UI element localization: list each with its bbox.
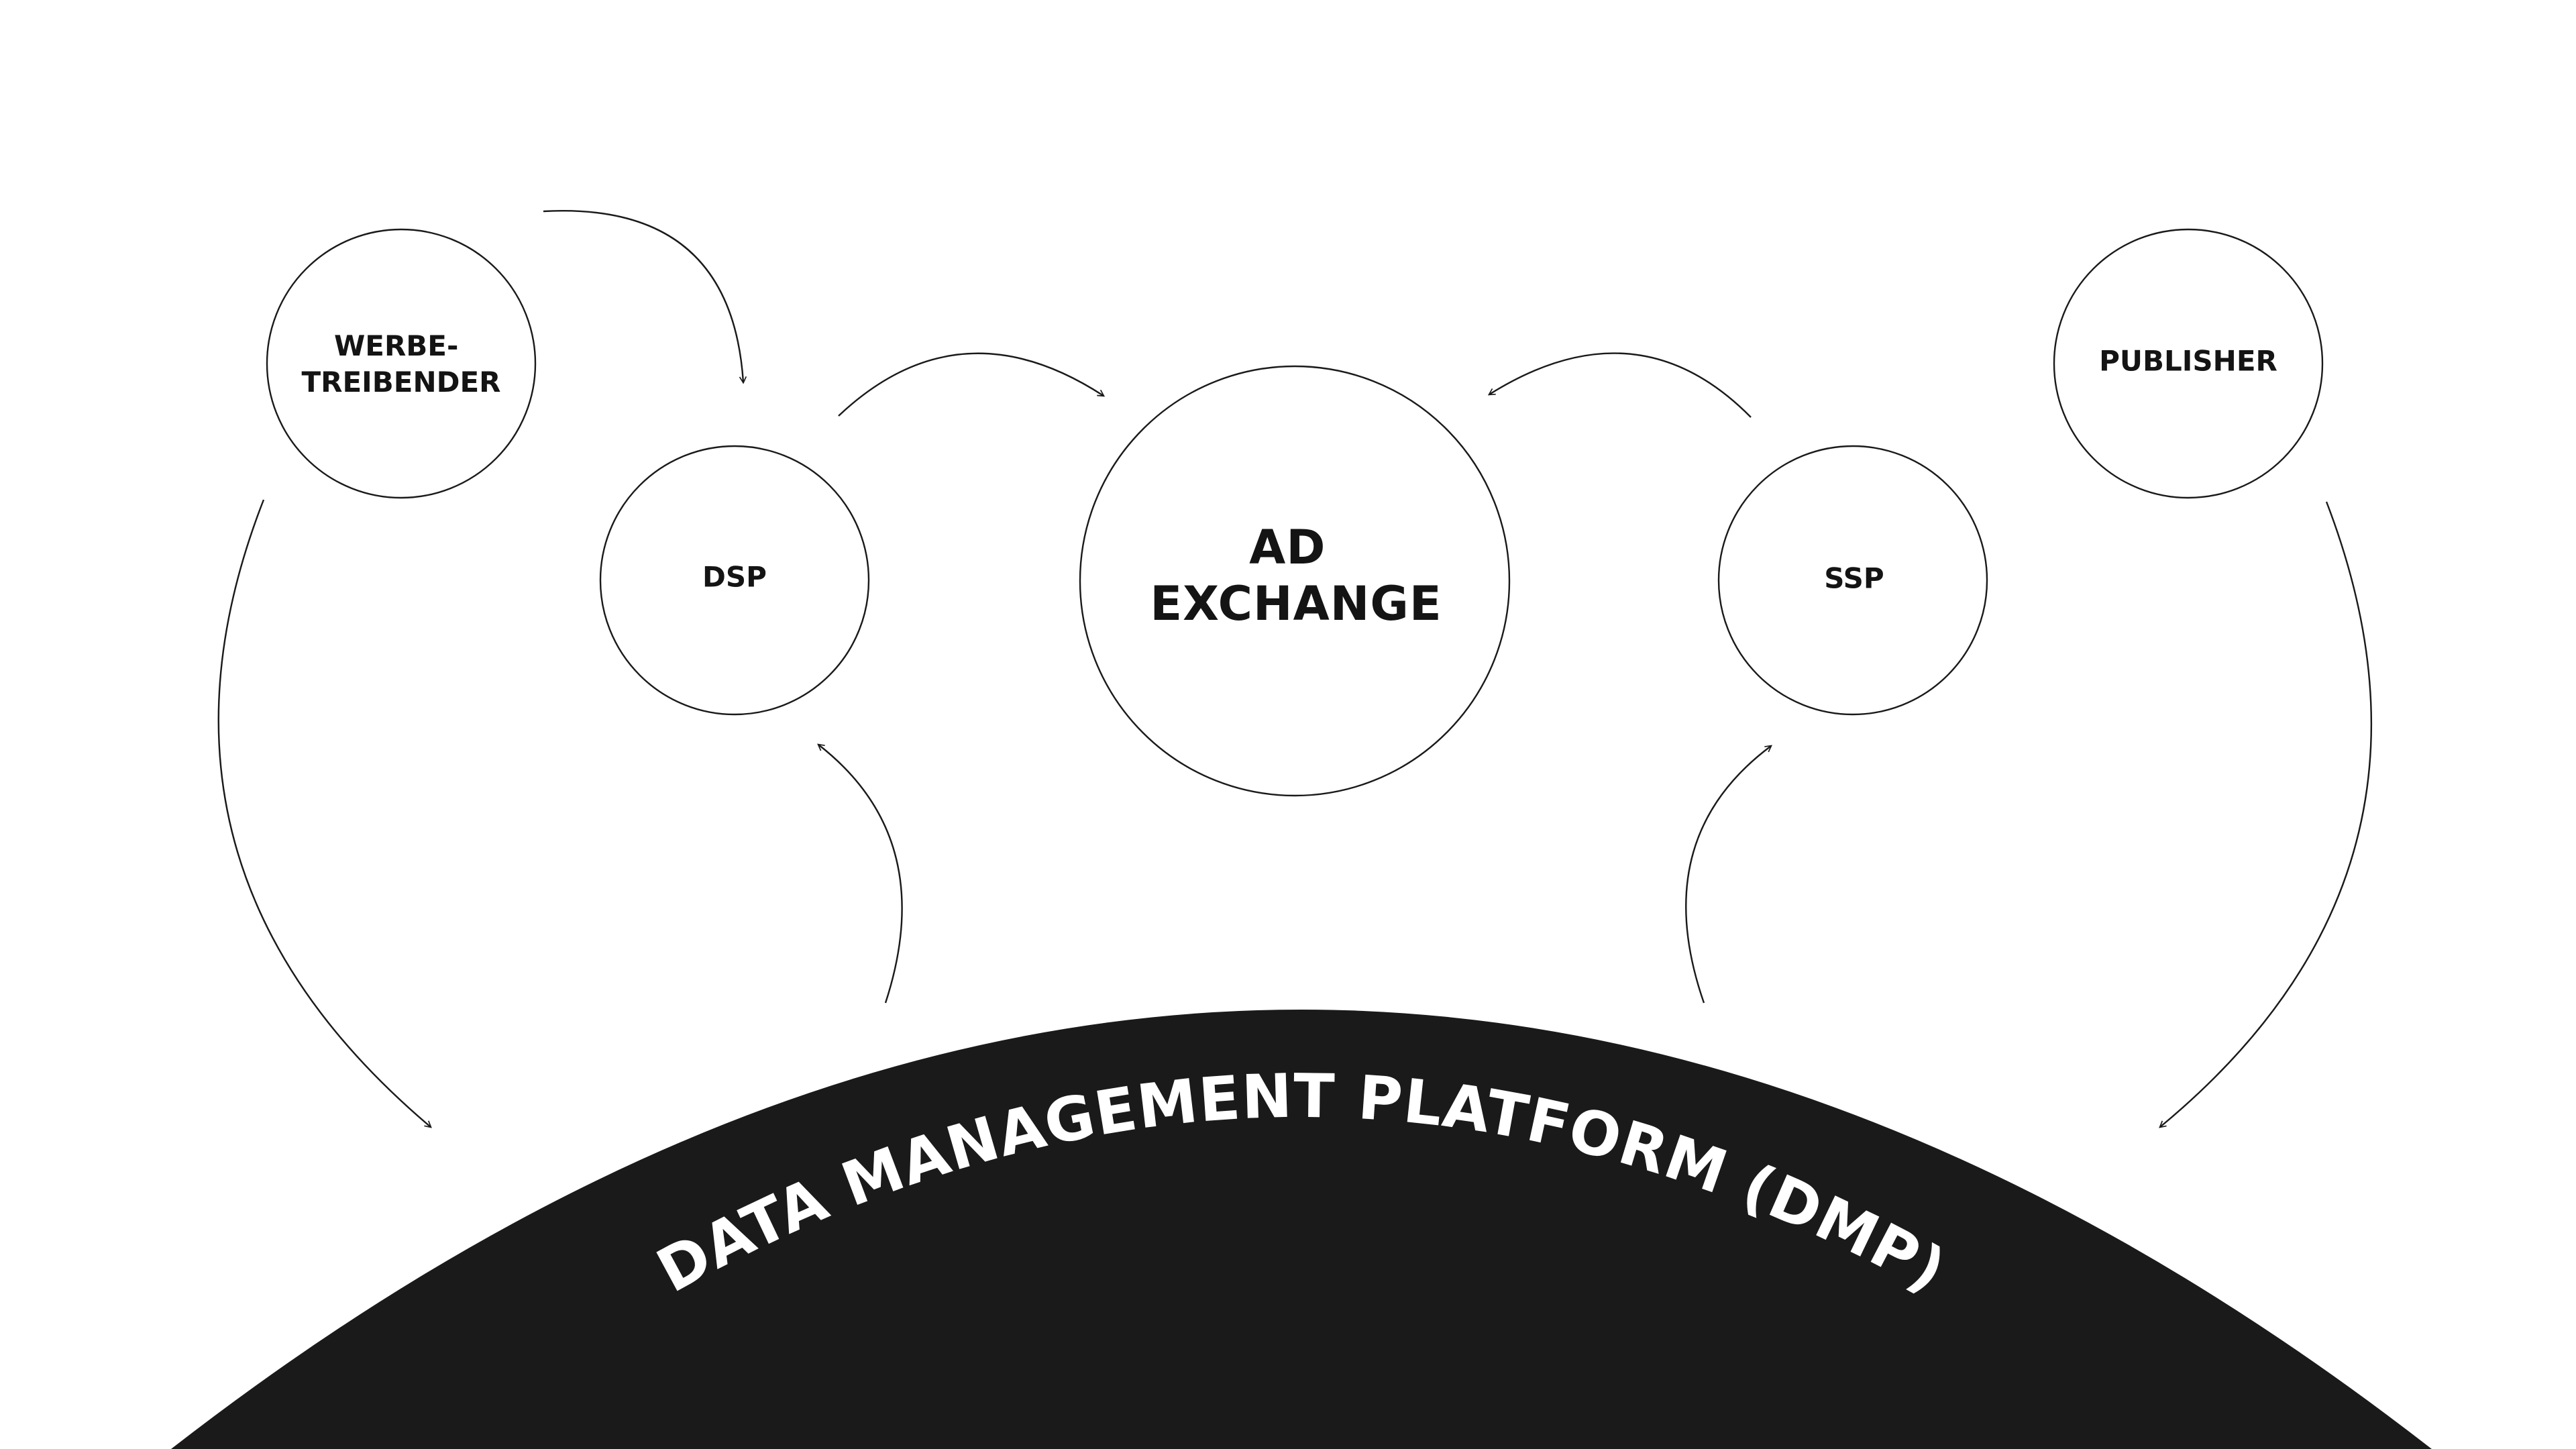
node-ad-exchange: AD EXCHANGE [1079,365,1511,797]
node-dsp: DSP [599,445,870,716]
arrow-publisher-to-dmp [2159,501,2373,1128]
node-werbetreibender: WERBE- TREIBENDER [266,228,537,499]
node-ssp-circle [1717,445,1988,716]
flow-arrows [217,210,2373,1128]
node-ssp: SSP [1717,445,1988,716]
node-publisher: PUBLISHER [2053,228,2324,499]
node-werbetreibender-line-2: TREIBENDER [301,366,500,398]
node-publisher-label: PUBLISHER [2099,345,2277,378]
arrow-dmp-to-ssp [1685,745,1772,1004]
node-publisher-circle [2053,228,2324,499]
dmp-dome [171,1010,2432,1449]
node-ad-exchange-label: AD EXCHANGE [1150,520,1442,631]
node-werbetreibender-circle [266,228,537,499]
node-ad-exchange-line-2: EXCHANGE [1150,576,1442,631]
node-ssp-label: SSP [1824,562,1884,595]
node-werbetreibender-line-1: WERBE- [334,329,459,362]
node-ad-exchange-line-1: AD [1249,520,1326,575]
node-dsp-label: DSP [702,561,767,594]
arrow-werbetreibender-to-dsp [543,210,747,384]
node-dsp-circle [599,445,870,716]
arrow-dmp-to-dsp [817,743,903,1004]
arrow-dsp-to-ad-exchange [838,352,1106,417]
node-ad-exchange-circle [1079,365,1511,797]
arrow-werbetreibender-to-dmp [217,499,432,1128]
arrow-ssp-to-ad-exchange [1487,352,1752,418]
node-werbetreibender-label: WERBE- TREIBENDER [301,329,500,398]
